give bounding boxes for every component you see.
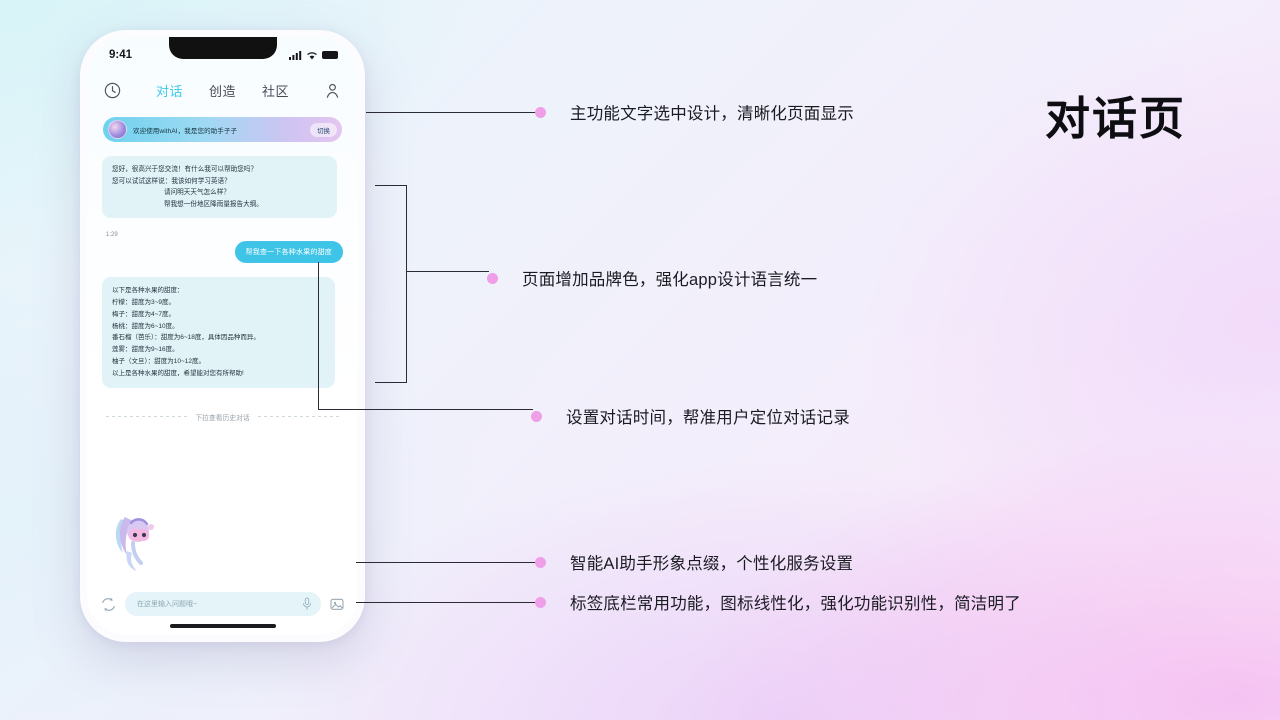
phone-mockup: 9:41 对话 创造 社区 bbox=[80, 30, 365, 642]
assistant-line: 您好，很高兴于您交流！有什么我可以帮助您吗？ bbox=[112, 166, 258, 173]
user-profile-icon[interactable] bbox=[323, 81, 342, 100]
annotation-text: 标签底栏常用功能，图标线性化，强化功能识别性，简洁明了 bbox=[570, 595, 1021, 613]
battery-icon bbox=[322, 51, 338, 59]
message-input-field[interactable]: 在这里输入问题哦~ bbox=[125, 592, 321, 616]
input-placeholder: 在这里输入问题哦~ bbox=[137, 601, 198, 608]
chat-scroll-area[interactable]: 欢迎使用withAI，我是您的助手子子 切换 您好，很高兴于您交流！有什么我可以… bbox=[87, 107, 358, 581]
history-divider[interactable]: 下拉查看历史对话 bbox=[106, 412, 339, 422]
nav-tabs: 对话 创造 社区 bbox=[122, 81, 323, 100]
tab-community[interactable]: 社区 bbox=[262, 83, 290, 99]
annotation-text: 设置对话时间，帮准用户定位对话记录 bbox=[566, 409, 850, 427]
ai-mascot-character[interactable] bbox=[111, 511, 163, 573]
annotation-elbow-vertical bbox=[318, 262, 319, 410]
annotation-5: 标签底栏常用功能，图标线性化，强化功能识别性，简洁明了 bbox=[356, 590, 1021, 614]
assistant-line: 柠檬：甜度为3~9度。 bbox=[112, 298, 176, 306]
annotation-dot bbox=[535, 106, 546, 118]
microphone-icon[interactable] bbox=[301, 597, 313, 611]
assistant-message-bubble: 您好，很高兴于您交流！有什么我可以帮助您吗？ 您可以试试这样说：我该如何学习英语… bbox=[102, 156, 337, 219]
annotation-dot bbox=[535, 556, 546, 568]
annotation-1: 主功能文字选中设计，清晰化页面显示 bbox=[366, 100, 854, 124]
phone-screen: 9:41 对话 创造 社区 bbox=[87, 37, 358, 635]
annotation-2: 页面增加品牌色，强化app设计语言统一 bbox=[487, 266, 818, 290]
refresh-icon[interactable] bbox=[100, 596, 117, 613]
annotation-dot bbox=[535, 596, 546, 608]
annotation-dot bbox=[531, 410, 542, 422]
annotation-dot bbox=[487, 272, 498, 284]
assistant-message-bubble-long: 以下是各种水果的甜度： 柠檬：甜度为3~9度。 梅子：甜度为4~7度。 杨桃：甜… bbox=[102, 277, 335, 388]
phone-notch bbox=[168, 37, 277, 59]
assistant-line: 帮我想一份地区降雨量报告大纲。 bbox=[164, 200, 263, 208]
divider-label: 下拉查看历史对话 bbox=[195, 414, 250, 422]
user-message-bubble: 帮我查一下各种水果的甜度 bbox=[234, 241, 343, 264]
assistant-line: 梅子：甜度为4~7度。 bbox=[112, 310, 176, 318]
status-bar: 9:41 bbox=[87, 37, 358, 73]
page-title: 对话页 bbox=[1044, 93, 1186, 144]
assistant-line: 番石榴（芭乐）：甜度为6~18度，具体因品种而异。 bbox=[112, 334, 260, 342]
assistant-line: 柚子（文旦）：甜度为10~12度。 bbox=[112, 358, 206, 366]
annotation-bracket bbox=[375, 185, 407, 383]
annotation-line bbox=[366, 111, 536, 113]
assistant-line: 请问明天天气怎么样？ bbox=[164, 189, 230, 197]
divider-dash-right bbox=[257, 416, 339, 418]
message-timestamp: 1:29 bbox=[106, 232, 118, 239]
wifi-icon bbox=[307, 51, 317, 59]
annotation-4: 智能AI助手形象点缀，个性化服务设置 bbox=[356, 550, 853, 574]
tab-create[interactable]: 创造 bbox=[208, 83, 236, 99]
home-indicator bbox=[169, 624, 276, 628]
assistant-line: 您可以试试这样说：我该如何学习英语？ bbox=[112, 177, 231, 185]
banner-text: 欢迎使用withAI，我是您的助手子子 bbox=[133, 127, 238, 135]
user-message-row: 帮我查一下各种水果的甜度 bbox=[100, 241, 345, 264]
assistant-line: 杨桃：甜度为6~10度。 bbox=[112, 322, 179, 330]
annotation-line bbox=[356, 601, 536, 603]
annotation-text: 主功能文字选中设计，清晰化页面显示 bbox=[570, 105, 854, 123]
status-time: 9:41 bbox=[109, 49, 133, 61]
image-picker-icon[interactable] bbox=[329, 596, 345, 612]
annotation-text: 智能AI助手形象点缀，个性化服务设置 bbox=[570, 555, 854, 573]
annotation-text: 页面增加品牌色，强化app设计语言统一 bbox=[522, 271, 818, 289]
assistant-avatar-icon bbox=[108, 120, 127, 139]
history-clock-icon[interactable] bbox=[103, 81, 122, 100]
assistant-line: 以上是各种水果的甜度，希望能对您有所帮助! bbox=[112, 369, 244, 377]
annotation-bracket-stem bbox=[407, 271, 489, 272]
switch-assistant-button[interactable]: 切换 bbox=[310, 122, 337, 137]
annotation-line bbox=[356, 561, 536, 563]
assistant-line: 以下是各种水果的甜度： bbox=[112, 287, 184, 295]
assistant-line: 莲雾：甜度为9~16度。 bbox=[112, 346, 179, 354]
top-navigation-bar: 对话 创造 社区 bbox=[87, 73, 358, 107]
annotation-elbow-horizontal bbox=[318, 409, 533, 410]
cellular-signal-icon bbox=[289, 50, 302, 60]
annotation-3: 设置对话时间，帮准用户定位对话记录 bbox=[531, 404, 850, 428]
tab-dialogue[interactable]: 对话 bbox=[155, 83, 183, 99]
divider-dash-left bbox=[106, 416, 188, 418]
message-input-bar: 在这里输入问题哦~ bbox=[87, 581, 358, 635]
assistant-welcome-banner: 欢迎使用withAI，我是您的助手子子 切换 bbox=[103, 117, 342, 142]
